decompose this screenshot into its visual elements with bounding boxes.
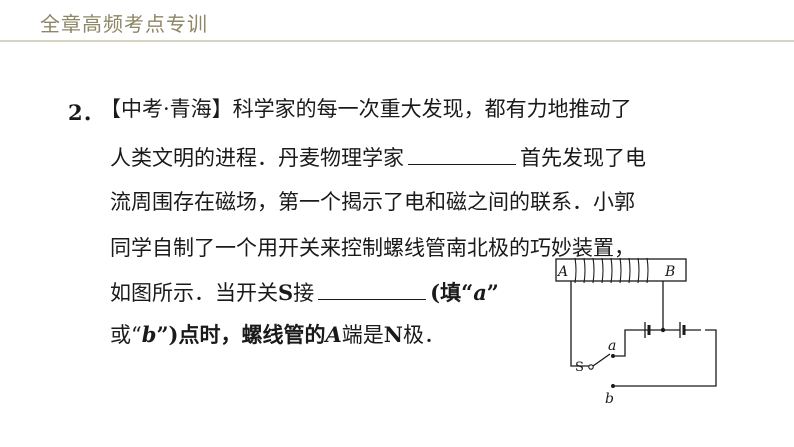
wire-to-b	[615, 329, 717, 387]
pole-n-text: N	[383, 322, 403, 347]
contact-a	[611, 354, 615, 358]
answer-blank-switch[interactable]	[318, 277, 427, 300]
label-end-b: B	[664, 264, 675, 280]
label-switch: S	[575, 360, 584, 375]
question-line-4: 同学自制了一个用开关来控制螺线管南北极的巧妙装置，	[110, 236, 635, 260]
question-text: ”	[486, 280, 499, 305]
question-line-2: 人类文明的进程．丹麦物理学家 首先发现了电	[110, 142, 646, 172]
question-line-5: 如图所示．当开关S接 (填“a”	[110, 277, 499, 307]
point-b-text: b	[141, 322, 157, 347]
header-divider	[0, 40, 794, 42]
contact-b	[611, 384, 615, 388]
wire-left	[570, 281, 589, 367]
coil-windings	[574, 257, 649, 284]
question-line-1: 【中考·青海】科学家的每一次重大发现，都有力地推动了	[100, 97, 632, 121]
question-text: 如图所示．当开关	[110, 281, 278, 305]
label-point-b: b	[605, 391, 614, 406]
question-text: 接	[293, 281, 315, 305]
wire-to-a	[615, 329, 663, 357]
question-line-6: 或“b”)点时，螺线管的A端是N极．	[110, 321, 445, 349]
point-a-text: a	[473, 280, 487, 305]
question-line-3: 流周围存在磁场，第一个揭示了电和磁之间的联系．小郭	[110, 190, 635, 214]
question-text: 或“	[110, 323, 142, 347]
question-text: 首先发现了电	[520, 146, 646, 170]
label-point-a: a	[608, 338, 616, 354]
question-text: 端是	[341, 323, 384, 347]
switch-symbol-text: S	[278, 280, 294, 305]
solenoid-circuit-diagram: A B a b S	[555, 257, 717, 406]
solenoid-core	[555, 258, 687, 282]
question-number: 2．	[68, 100, 104, 125]
question-text: ”)点时，螺线管的	[156, 322, 326, 347]
question-text: (填“	[430, 280, 474, 305]
question-text: 人类文明的进程．丹麦物理学家	[110, 146, 404, 170]
switch-blade	[592, 353, 611, 367]
switch-pivot	[588, 364, 594, 370]
question-text: 极．	[402, 323, 445, 347]
end-a-text: A	[325, 322, 342, 347]
junction-dot	[660, 327, 666, 333]
label-end-a: A	[556, 264, 568, 280]
answer-blank-scientist[interactable]	[408, 142, 516, 165]
battery	[644, 322, 686, 338]
section-header: 全章高频考点专训	[40, 12, 208, 36]
